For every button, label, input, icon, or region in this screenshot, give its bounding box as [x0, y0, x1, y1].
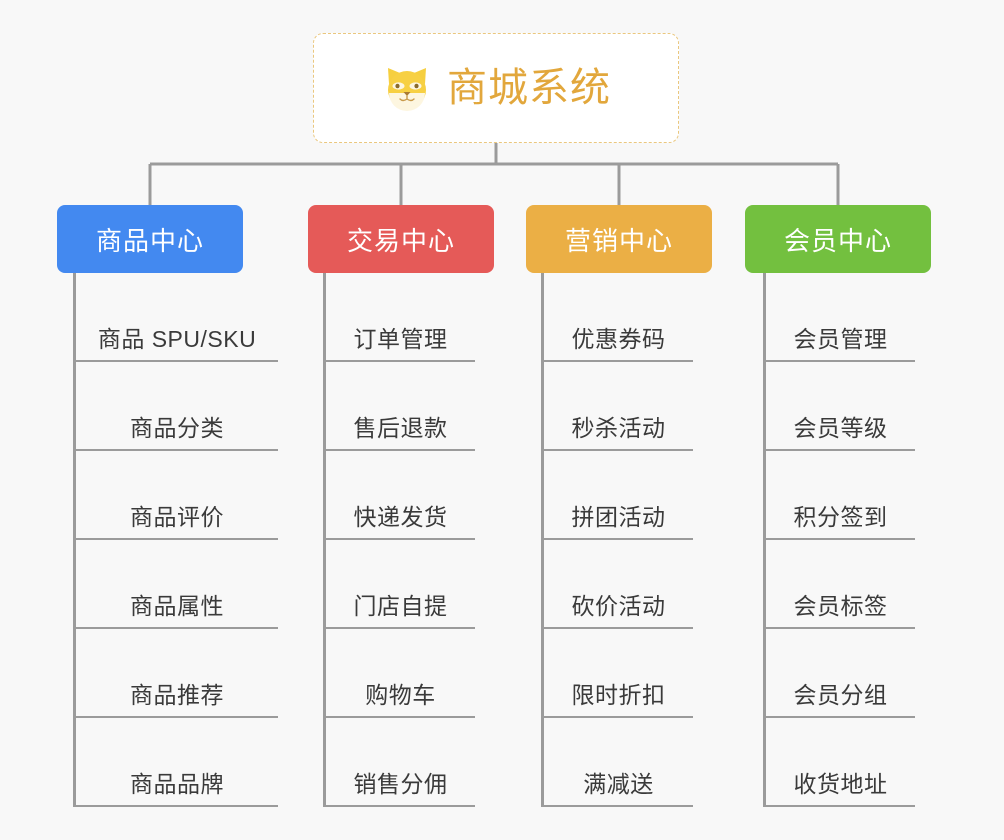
- root-node-shopping-mall-system[interactable]: 商城系统: [313, 33, 679, 143]
- category-box-marketing-center[interactable]: 营销中心: [526, 205, 712, 273]
- leaf-item-label: 砍价活动: [571, 593, 666, 620]
- leaf-item[interactable]: 商品属性: [73, 540, 278, 629]
- leaf-item[interactable]: 拼团活动: [541, 451, 693, 540]
- leaf-item[interactable]: 销售分佣: [323, 718, 475, 807]
- leaf-item[interactable]: 会员等级: [763, 362, 915, 451]
- leaf-item-label: 满减送: [583, 771, 654, 798]
- leaf-item-label: 积分签到: [793, 504, 888, 531]
- leaf-item[interactable]: 商品 SPU/SKU: [73, 273, 278, 362]
- leaf-item[interactable]: 优惠券码: [541, 273, 693, 362]
- leaf-item[interactable]: 购物车: [323, 629, 475, 718]
- leaf-item-label: 商品 SPU/SKU: [97, 326, 257, 353]
- leaf-column-marketing-center: 优惠券码秒杀活动拼团活动砍价活动限时折扣满减送: [541, 273, 693, 807]
- leaf-item[interactable]: 商品品牌: [73, 718, 278, 807]
- leaf-item-label: 会员管理: [793, 326, 888, 353]
- leaf-item[interactable]: 门店自提: [323, 540, 475, 629]
- root-title: 商城系统: [447, 66, 611, 110]
- dog-face-icon: [381, 62, 433, 114]
- leaf-item-label: 快递发货: [353, 504, 448, 531]
- leaf-item-label: 商品品牌: [130, 771, 224, 798]
- leaf-item-label: 售后退款: [353, 415, 448, 442]
- category-label: 营销中心: [564, 225, 673, 256]
- category-label: 会员中心: [783, 225, 892, 256]
- leaf-item[interactable]: 满减送: [541, 718, 693, 807]
- leaf-item[interactable]: 砍价活动: [541, 540, 693, 629]
- leaf-item[interactable]: 订单管理: [323, 273, 475, 362]
- leaf-item-label: 购物车: [365, 682, 436, 709]
- category-label: 交易中心: [346, 225, 455, 256]
- leaf-column-member-center: 会员管理会员等级积分签到会员标签会员分组收货地址: [763, 273, 915, 807]
- leaf-item-label: 商品评价: [130, 504, 224, 531]
- leaf-item-label: 会员标签: [793, 593, 888, 620]
- leaf-item-label: 秒杀活动: [571, 415, 666, 442]
- leaf-item-label: 优惠券码: [571, 326, 666, 353]
- leaf-item-label: 收货地址: [793, 771, 888, 798]
- leaf-item[interactable]: 会员分组: [763, 629, 915, 718]
- leaf-item[interactable]: 收货地址: [763, 718, 915, 807]
- leaf-item[interactable]: 限时折扣: [541, 629, 693, 718]
- leaf-item-label: 商品分类: [130, 415, 224, 442]
- leaf-item[interactable]: 商品推荐: [73, 629, 278, 718]
- leaf-item[interactable]: 会员标签: [763, 540, 915, 629]
- leaf-item-label: 限时折扣: [571, 682, 666, 709]
- leaf-item[interactable]: 秒杀活动: [541, 362, 693, 451]
- leaf-item-label: 会员等级: [793, 415, 888, 442]
- leaf-item[interactable]: 商品分类: [73, 362, 278, 451]
- leaf-item-label: 商品属性: [130, 593, 224, 620]
- leaf-column-trade-center: 订单管理售后退款快递发货门店自提购物车销售分佣: [323, 273, 475, 807]
- leaf-item[interactable]: 会员管理: [763, 273, 915, 362]
- category-box-trade-center[interactable]: 交易中心: [308, 205, 494, 273]
- leaf-item-label: 销售分佣: [353, 771, 448, 798]
- leaf-item-label: 门店自提: [353, 593, 448, 620]
- leaf-item-label: 会员分组: [793, 682, 888, 709]
- leaf-item-label: 商品推荐: [130, 682, 224, 709]
- category-box-product-center[interactable]: 商品中心: [57, 205, 243, 273]
- leaf-item[interactable]: 售后退款: [323, 362, 475, 451]
- leaf-item-label: 拼团活动: [571, 504, 666, 531]
- leaf-item[interactable]: 商品评价: [73, 451, 278, 540]
- leaf-column-product-center: 商品 SPU/SKU 商品分类商品评价商品属性商品推荐商品品牌: [73, 273, 278, 807]
- leaf-item[interactable]: 积分签到: [763, 451, 915, 540]
- category-label: 商品中心: [95, 225, 204, 256]
- category-box-member-center[interactable]: 会员中心: [745, 205, 931, 273]
- leaf-item[interactable]: 快递发货: [323, 451, 475, 540]
- leaf-item-label: 订单管理: [353, 326, 448, 353]
